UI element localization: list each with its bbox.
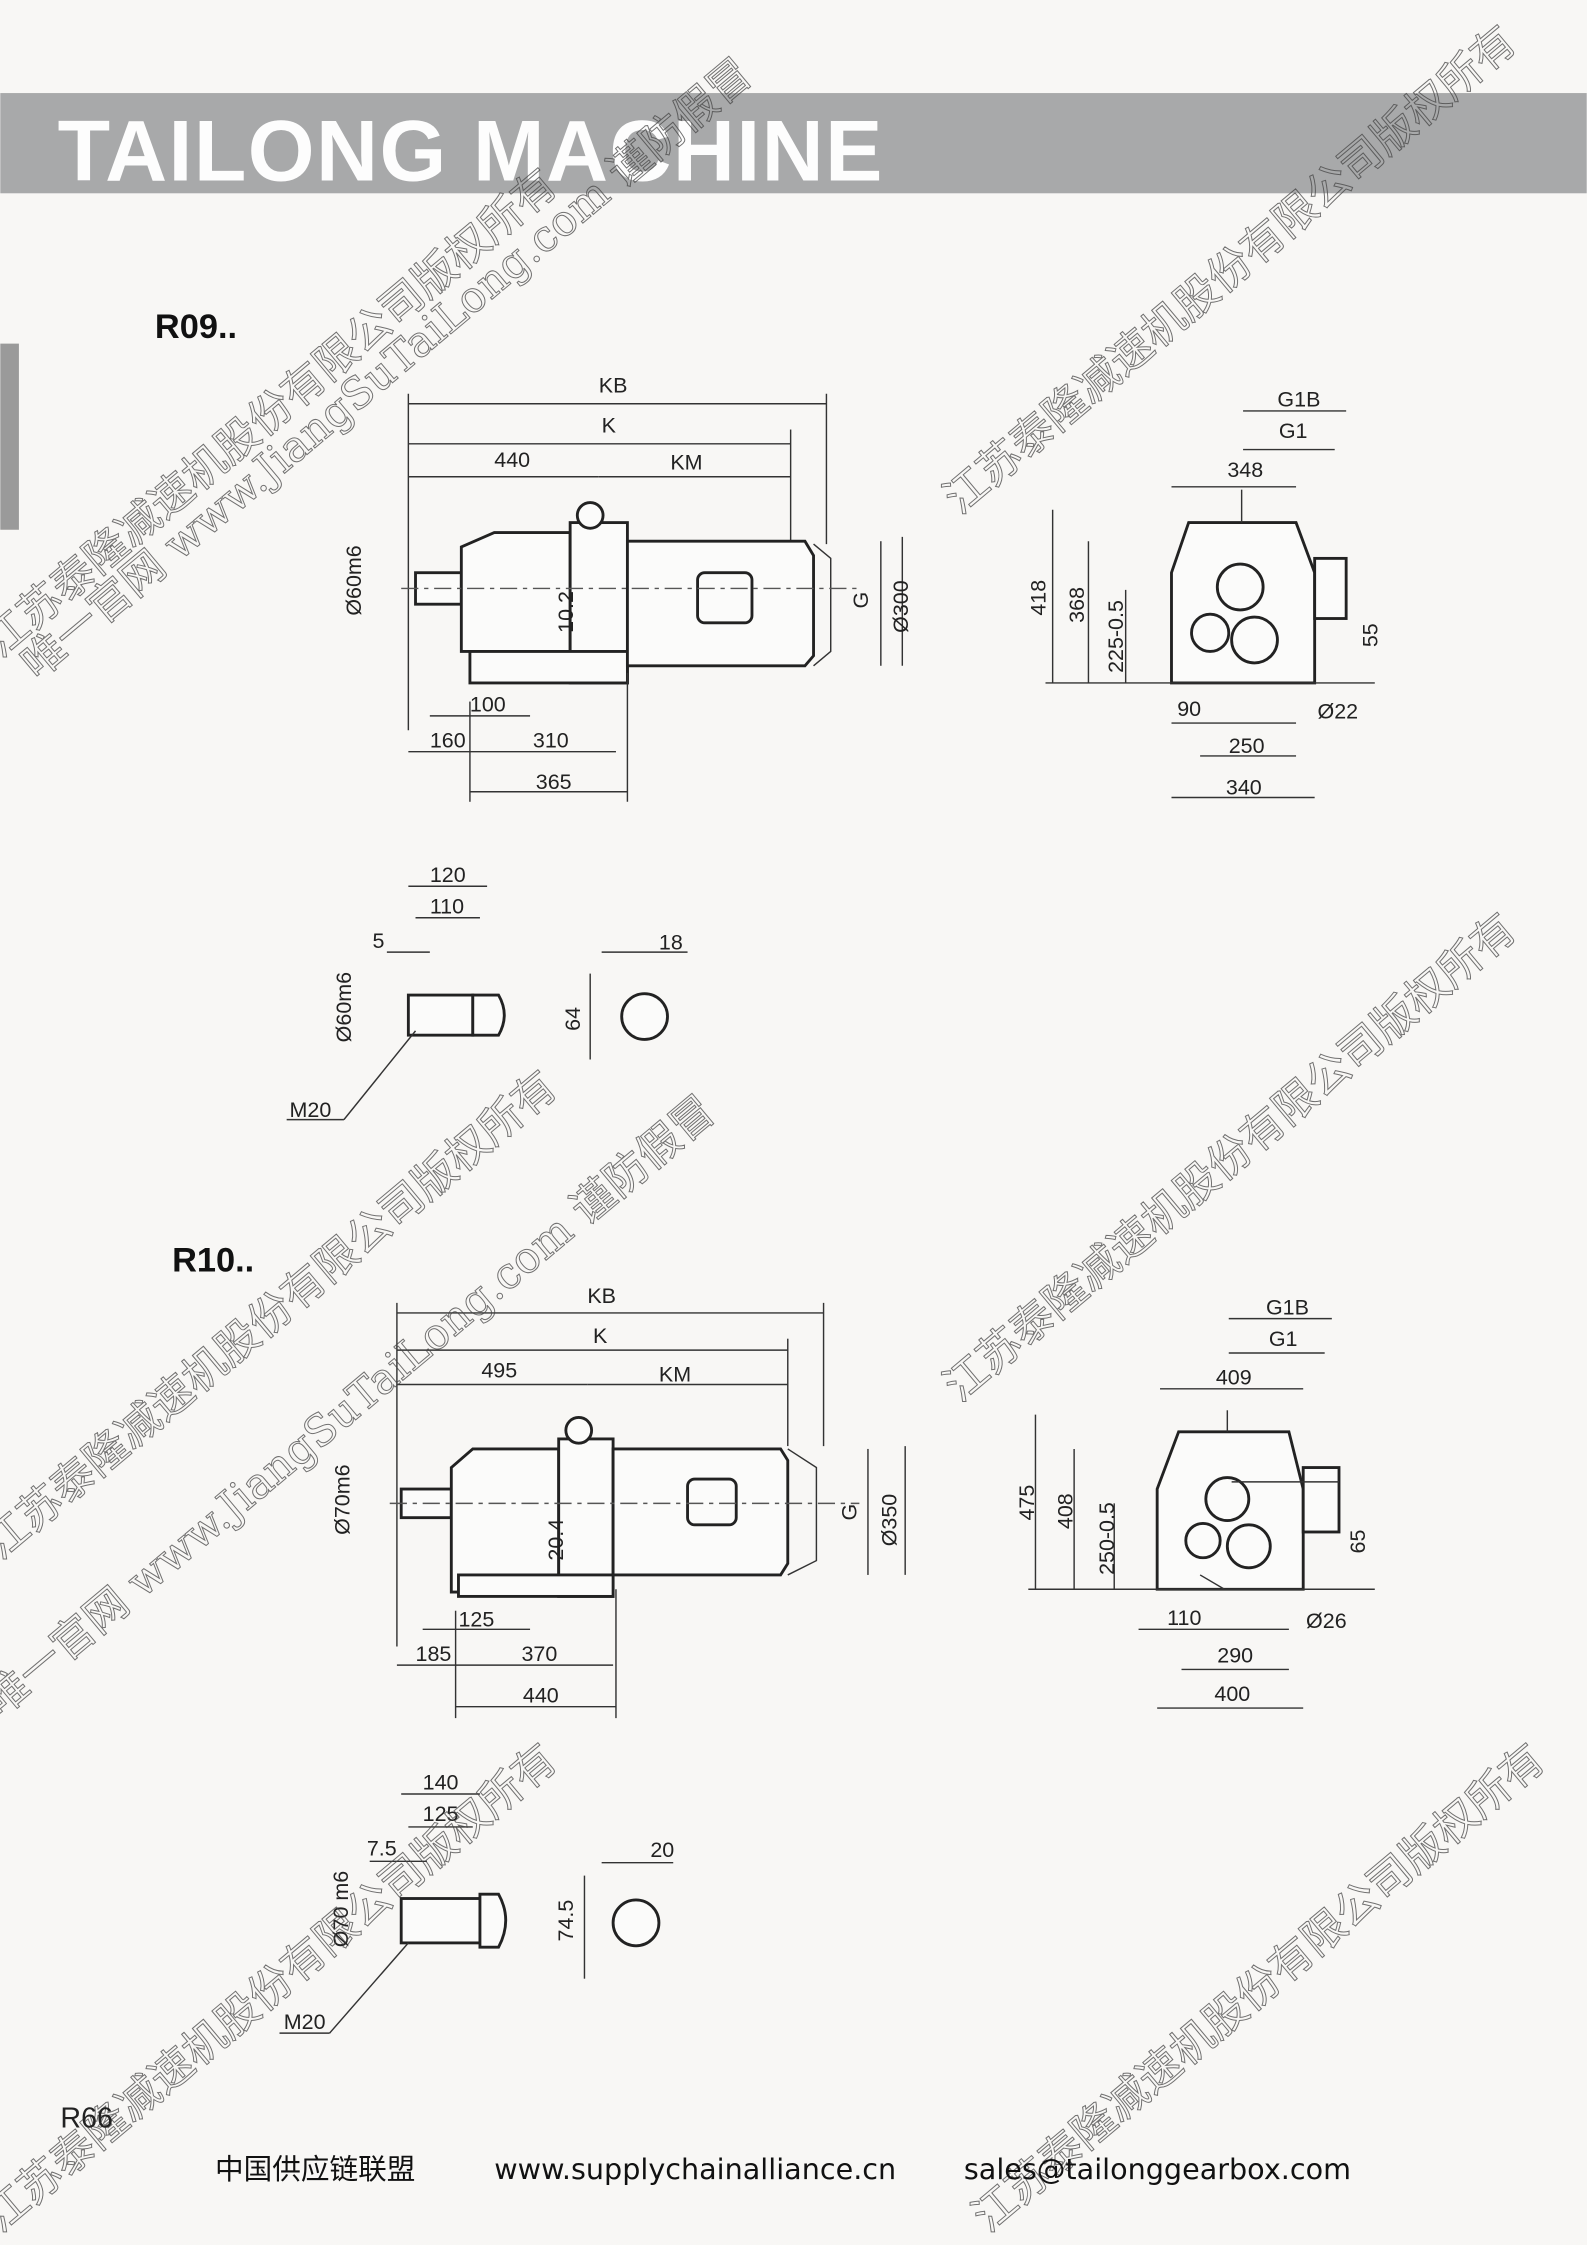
dim-310: 310 (533, 728, 569, 752)
dim-440: 440 (523, 1683, 559, 1707)
r09-front-view: G1B G1 348 418 368 225-0.5 55 90 Ø22 250… (1026, 388, 1382, 800)
dim-g: G (849, 592, 873, 609)
dim-g1: G1 (1279, 419, 1308, 443)
dim-motor-dia: Ø350 (878, 1494, 902, 1547)
dim-370: 370 (521, 1642, 557, 1666)
r09-shaft-detail: 120 110 5 Ø60m6 64 18 M20 (286, 863, 688, 1122)
dim-thread: M20 (290, 1098, 332, 1122)
dim-160: 160 (430, 728, 466, 752)
dim-hole: Ø22 (1318, 700, 1359, 724)
dim-k: K (602, 413, 617, 437)
watermark-company: 江苏泰隆减速机股份有限公司版权所有 (935, 16, 1526, 524)
dim-k: K (593, 1324, 608, 1348)
dim-18: 18 (659, 930, 683, 954)
dim-418: 418 (1026, 580, 1050, 616)
dim-368: 368 (1065, 587, 1089, 623)
dim-409: 409 (1216, 1366, 1252, 1390)
footer-email[interactable]: sales@tailonggearbox.com (964, 2152, 1351, 2186)
side-tab (0, 343, 19, 530)
dim-kb: KB (599, 373, 628, 397)
dim-shaft-dia: Ø60m6 (342, 545, 366, 615)
dim-110: 110 (430, 894, 464, 918)
dim-495: 495 (481, 1358, 517, 1382)
dim-290: 290 (1217, 1643, 1253, 1667)
dim-motor-dia: Ø300 (889, 580, 913, 633)
dim-shaft-dia: Ø70m6 (331, 1464, 355, 1534)
dim-365: 365 (536, 770, 572, 794)
dim-10-2: 10.2 (554, 591, 578, 633)
r10-shaft-detail: 140 125 7.5 Ø70 m6 74.5 20 M20 (279, 1771, 674, 2034)
r10-front-view: G1B G1 409 475 408 250-0.5 65 110 Ø26 29… (1015, 1295, 1375, 1709)
dim-km: KM (670, 451, 702, 475)
dim-g: G (837, 1504, 861, 1521)
watermarks: 江苏泰隆减速机股份有限公司版权所有 唯一官网 www.JiangSuTaiLon… (0, 16, 1555, 2243)
dim-110: 110 (1167, 1606, 1201, 1630)
header-band (0, 93, 1587, 194)
dim-408: 408 (1054, 1493, 1078, 1529)
dim-225: 225-0.5 (1104, 600, 1128, 673)
dim-20-4: 20.4 (544, 1519, 568, 1561)
dim-348: 348 (1227, 458, 1263, 482)
dim-250: 250 (1229, 734, 1265, 758)
dim-64: 64 (561, 1007, 585, 1031)
dim-90: 90 (1177, 697, 1201, 721)
dim-g1b: G1B (1266, 1295, 1309, 1319)
dim-140: 140 (423, 1771, 459, 1795)
dim-65: 65 (1346, 1530, 1370, 1554)
dim-shaft-dia: Ø70 m6 (329, 1871, 353, 1947)
dim-185: 185 (416, 1642, 452, 1666)
dim-km: KM (659, 1363, 691, 1387)
dim-125: 125 (423, 1802, 459, 1826)
dim-340: 340 (1226, 776, 1262, 800)
dim-20: 20 (650, 1838, 674, 1862)
dim-kb: KB (587, 1284, 616, 1308)
model-title-r09: R09.. (155, 308, 237, 346)
dim-thread: M20 (284, 2010, 326, 2034)
dim-shaft-dia: Ø60m6 (332, 972, 356, 1042)
dim-hole: Ø26 (1306, 1609, 1347, 1633)
header-title: TAILONG MACHINE (58, 103, 884, 199)
dim-55: 55 (1359, 623, 1383, 647)
dim-5: 5 (373, 929, 385, 953)
dim-250: 250-0.5 (1095, 1502, 1119, 1575)
dim-7-5: 7.5 (367, 1837, 397, 1861)
dim-74-5: 74.5 (554, 1900, 578, 1942)
watermark-company: 江苏泰隆减速机股份有限公司版权所有 (935, 904, 1526, 1412)
footer-alliance: 中国供应链联盟 (215, 2152, 415, 2186)
dim-g1: G1 (1269, 1327, 1298, 1351)
dim-400: 400 (1214, 1682, 1250, 1706)
dim-440: 440 (494, 448, 530, 472)
page-number: R66 (60, 2103, 113, 2135)
r09-side-view: KB K 440 KM Ø60m6 10.2 G Ø300 100 160 31… (342, 373, 913, 802)
footer-website[interactable]: www.supplychainalliance.cn (494, 2152, 896, 2186)
model-title-r10: R10.. (172, 1241, 254, 1279)
dim-475: 475 (1015, 1485, 1039, 1521)
r10-side-view: KB K 495 KM Ø70m6 20.4 G Ø350 125 185 37… (331, 1284, 906, 1719)
dim-100: 100 (470, 693, 506, 717)
dim-125: 125 (458, 1607, 494, 1631)
dim-120: 120 (430, 863, 466, 887)
dim-g1b: G1B (1277, 388, 1320, 412)
